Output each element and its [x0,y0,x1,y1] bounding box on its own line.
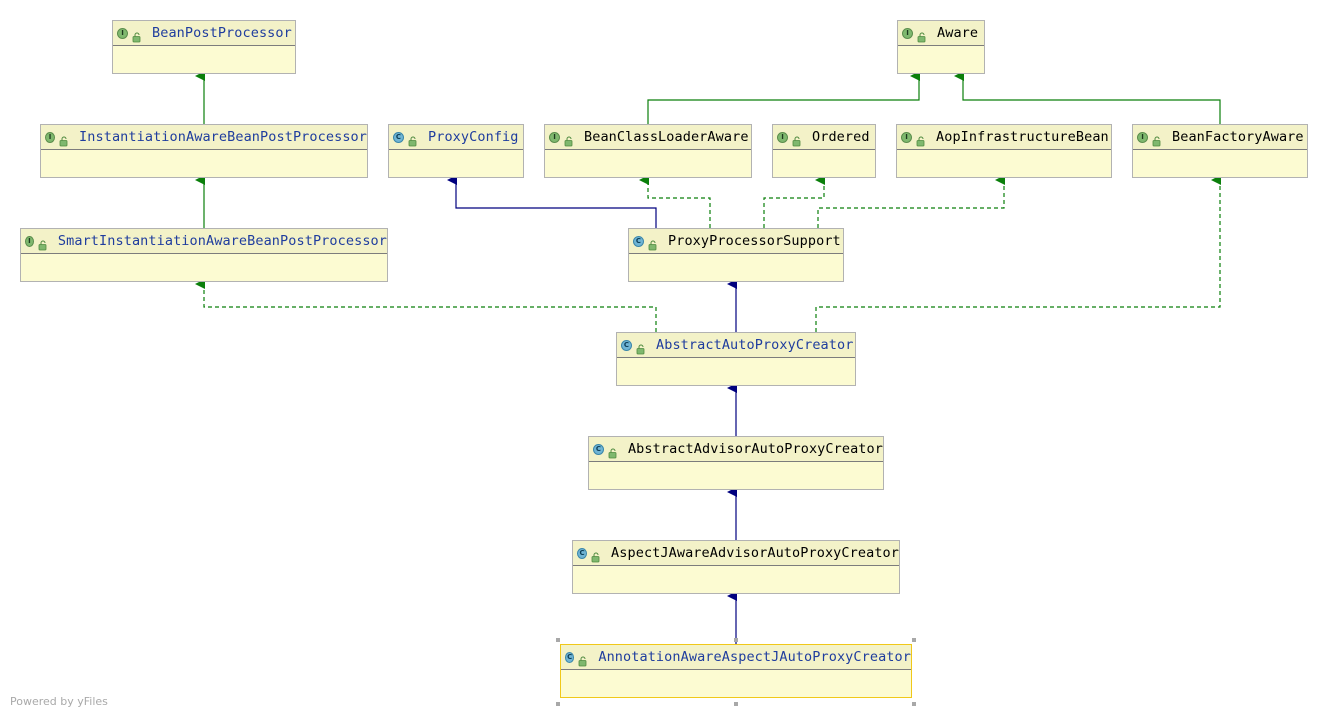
public-lock-icon [608,444,618,458]
public-lock-icon [132,28,142,42]
class-node-header: I InstantiationAwareBeanPostProcessor [41,125,367,150]
selection-handle[interactable] [912,702,916,706]
public-lock-icon [408,132,418,146]
class-node-siabpp[interactable]: I SmartInstantiationAwareBeanPostProcesso… [20,228,388,282]
edge-bfa-to-aware [954,71,1221,124]
class-name-label: AopInfrastructureBean [936,129,1109,145]
class-node-iabpp[interactable]: I InstantiationAwareBeanPostProcessor [40,124,368,178]
public-lock-icon [564,132,574,146]
class-node-bcla[interactable]: I BeanClassLoaderAware [544,124,752,178]
class-node-header: I BeanFactoryAware [1133,125,1307,150]
powered-by-footer: Powered by yFiles [10,695,108,708]
edge-bcla-to-aware [647,71,920,124]
class-name-label: ProxyProcessorSupport [668,233,841,249]
interface-i-icon: I [777,131,788,143]
class-c-icon: C [633,235,644,247]
class-name-label: BeanPostProcessor [152,25,292,41]
class-node-header: C ProxyConfig [389,125,523,150]
class-node-header: C ProxyProcessorSupport [629,229,843,254]
class-name-label: AbstractAdvisorAutoProxyCreator [627,441,883,457]
class-name-label: ProxyConfig [428,129,519,145]
class-node-ajaapc[interactable]: C AspectJAwareAdvisorAutoProxyCreator [572,540,900,594]
edge-aapc-to-bfa [815,175,1221,332]
class-node-header: I AopInfrastructureBean [897,125,1111,150]
class-node-header: C AbstractAutoProxyCreator [617,333,855,358]
class-node-aware[interactable]: I Aware [897,20,985,74]
class-node-header: C AnnotationAwareAspectJAutoProxyCreator [561,645,911,670]
class-c-icon: C [577,547,588,559]
class-node-pps[interactable]: C ProxyProcessorSupport [628,228,844,282]
selection-handle[interactable] [734,702,738,706]
edge-aapc-to-siabpp [195,279,657,332]
public-lock-icon [792,132,802,146]
class-name-label: Ordered [812,129,870,145]
edge-pps-to-ord [763,175,825,228]
class-name-label: BeanFactoryAware [1172,129,1304,145]
edge-pps-to-bcla [639,175,711,228]
class-name-label: BeanClassLoaderAware [584,129,749,145]
class-name-label: SmartInstantiationAwareBeanPostProcessor [57,233,387,249]
class-name-label: AbstractAutoProxyCreator [656,337,854,353]
interface-i-icon: I [901,131,912,143]
class-node-header: C AspectJAwareAdvisorAutoProxyCreator [573,541,899,566]
selection-handle[interactable] [556,638,560,642]
class-node-bfa[interactable]: I BeanFactoryAware [1132,124,1308,178]
class-node-aapc[interactable]: C AbstractAutoProxyCreator [616,332,856,386]
class-c-icon: C [621,339,632,351]
class-node-aib[interactable]: I AopInfrastructureBean [896,124,1112,178]
public-lock-icon [917,28,927,42]
class-node-header: I Aware [898,21,984,46]
class-node-pc[interactable]: C ProxyConfig [388,124,524,178]
selection-handle[interactable] [912,638,916,642]
edge-pps-to-pc [447,175,657,228]
class-name-label: Aware [937,25,979,41]
class-c-icon: C [393,131,404,143]
interface-i-icon: I [25,235,34,247]
interface-i-icon: I [549,131,560,143]
class-node-ord[interactable]: I Ordered [772,124,876,178]
interface-i-icon: I [1137,131,1148,143]
interface-i-icon: I [117,27,128,39]
class-name-label: AspectJAwareAdvisorAutoProxyCreator [611,545,899,561]
selection-handle[interactable] [556,702,560,706]
class-node-header: I BeanPostProcessor [113,21,295,46]
public-lock-icon [916,132,926,146]
class-c-icon: C [593,443,604,455]
public-lock-icon [1152,132,1162,146]
class-name-label: InstantiationAwareBeanPostProcessor [79,129,367,145]
class-c-icon: C [565,651,575,663]
public-lock-icon [59,132,69,146]
interface-i-icon: I [45,131,56,143]
class-node-header: C AbstractAdvisorAutoProxyCreator [589,437,883,462]
public-lock-icon [591,548,601,562]
class-node-header: I SmartInstantiationAwareBeanPostProcesso… [21,229,387,254]
interface-i-icon: I [902,27,913,39]
public-lock-icon [636,340,646,354]
public-lock-icon [648,236,658,250]
edge-pps-to-aib [817,175,1005,228]
public-lock-icon [578,652,588,666]
class-name-label: AnnotationAwareAspectJAutoProxyCreator [598,649,911,665]
class-node-aaajapc[interactable]: C AnnotationAwareAspectJAutoProxyCreator [560,644,912,698]
class-node-header: I BeanClassLoaderAware [545,125,751,150]
class-node-aaapc[interactable]: C AbstractAdvisorAutoProxyCreator [588,436,884,490]
class-node-header: I Ordered [773,125,875,150]
public-lock-icon [38,236,48,250]
class-node-bpp[interactable]: I BeanPostProcessor [112,20,296,74]
selection-handle[interactable] [734,638,738,642]
